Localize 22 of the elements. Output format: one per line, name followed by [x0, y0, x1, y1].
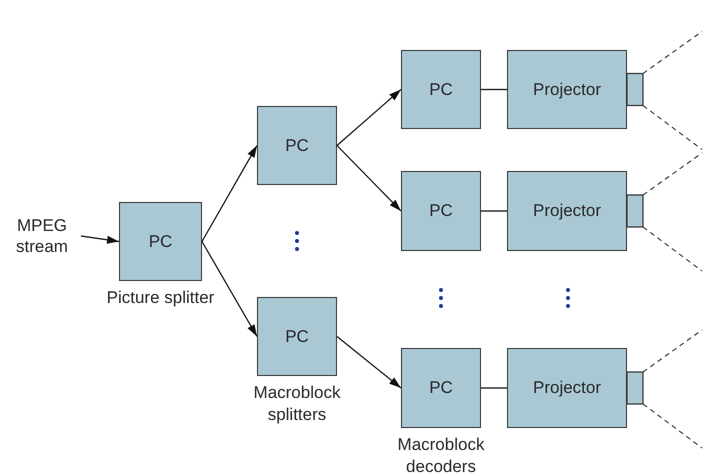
caption-text: Macroblock splitters	[252, 382, 342, 426]
process-box: Projector	[507, 348, 627, 428]
process-box: PC	[119, 202, 202, 281]
connector-line	[481, 387, 507, 389]
caption-text: Macroblock decoders	[396, 434, 486, 476]
process-box: PC	[257, 297, 337, 376]
arrow	[80, 235, 120, 244]
arrow	[201, 241, 258, 337]
caption-text: Picture splitter	[106, 287, 216, 309]
connector-line	[481, 210, 507, 212]
process-box: PC	[401, 171, 481, 251]
arrow	[336, 89, 402, 146]
arrow	[201, 145, 258, 242]
process-box: PC	[401, 348, 481, 428]
process-box: Projector	[507, 171, 627, 251]
process-box: PC	[401, 50, 481, 129]
arrow	[336, 336, 402, 388]
process-box: Projector	[507, 50, 627, 129]
arrow	[336, 145, 402, 212]
process-box: PC	[257, 106, 337, 185]
input-label: MPEG stream	[6, 203, 78, 269]
connector-line	[481, 88, 507, 90]
